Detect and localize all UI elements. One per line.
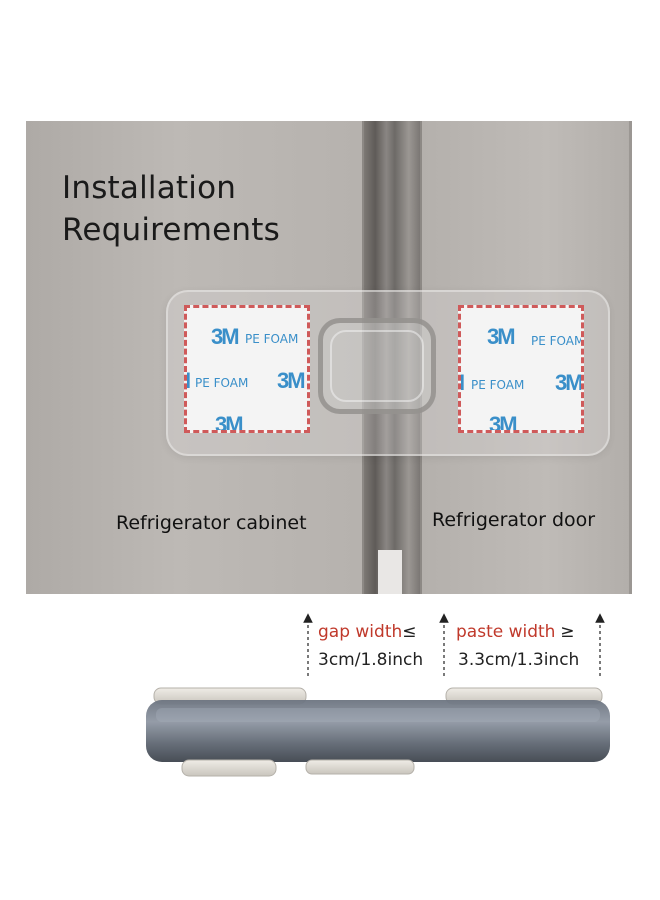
pad-brand-text: 3M [487,324,516,349]
heading-line-1: Installation [62,170,237,206]
pad-foam-text: PE FOAM [245,332,299,346]
pad-brand-text: 3M [277,368,306,393]
paste-width-heading: paste width ≥ [456,622,574,642]
lock-button-highlight [330,330,424,402]
pad-foam-text: PE FOAM [531,334,584,348]
pad-fragment-text: I [459,370,465,395]
gap-notch [378,550,402,594]
gap-width-symbol: ≤ [402,622,417,642]
pad-foam-text: PE FOAM [471,378,525,392]
pad-brand-text: 3M [555,370,582,395]
pad-brand-cut-text: 3M [489,412,518,433]
gap-width-heading: gap width≤ [318,622,417,642]
adhesive-pad-left: 3M PE FOAM I PE FOAM 3M 3M [184,305,310,433]
side-pad-bottom-middle [305,759,415,775]
pad-brand-text: 3M [211,324,240,349]
pad-foam-text: PE FOAM [195,376,249,390]
gap-width-label: gap width [318,622,403,642]
paste-width-value: 3.3cm/1.3inch [458,650,580,670]
adhesive-pad-right: 3M PE FOAM I PE FOAM 3M 3M [458,305,584,433]
gap-width-value: 3cm/1.8inch [318,650,424,670]
door-label: Refrigerator door [432,509,596,531]
side-lock-body [146,700,610,762]
heading-line-2: Requirements [62,212,280,248]
pad-fragment-text: I [185,368,191,393]
installation-heading: Installation Requirements [62,167,280,251]
door-gap [364,121,420,594]
paste-width-label: paste width [456,622,556,642]
paste-width-symbol: ≥ [560,622,575,642]
side-pad-bottom-left [181,759,277,777]
side-lock-highlight [156,708,600,722]
pad-brand-cut-text: 3M [215,412,244,433]
cabinet-label: Refrigerator cabinet [116,512,307,534]
